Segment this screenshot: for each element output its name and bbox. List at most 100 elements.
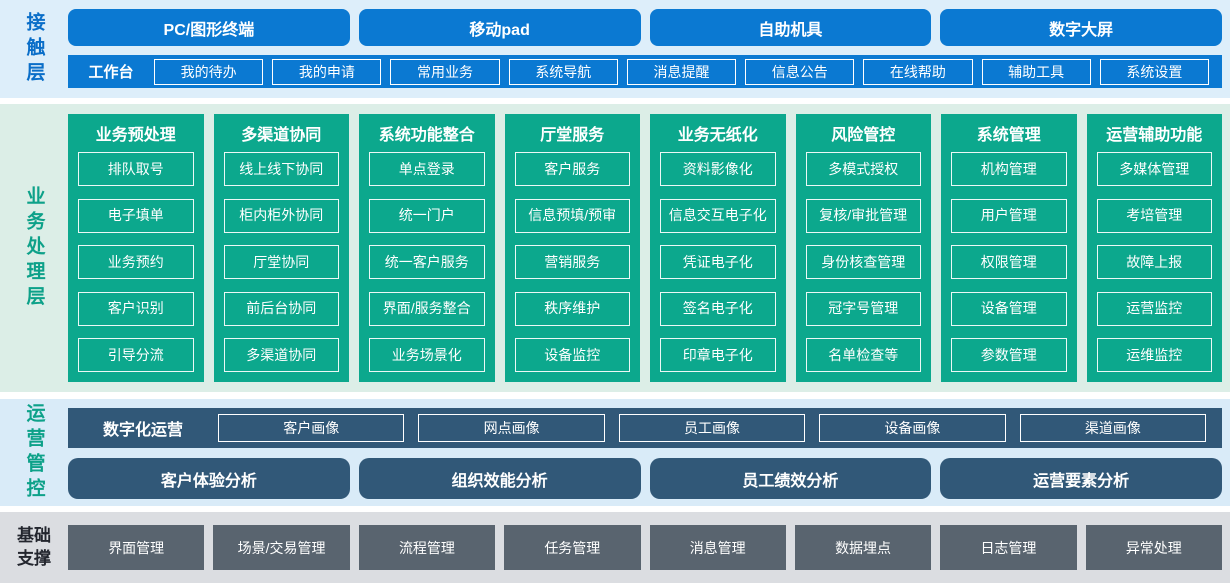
- module-item[interactable]: 身份核查管理: [805, 245, 921, 279]
- column-items: 单点登录 统一门户 统一客户服务 界面/服务整合 业务场景化: [369, 152, 485, 372]
- module-item[interactable]: 复核/审批管理: [805, 198, 921, 233]
- module-columns: 业务预处理 排队取号 电子填单 业务预约 客户识别 引导分流 多渠道协同 线上线…: [68, 114, 1222, 382]
- analysis-employee-performance[interactable]: 员工绩效分析: [649, 458, 932, 499]
- digital-operations-label: 数字化运营: [102, 422, 183, 439]
- foundation-layer-gutter: 基础支撑: [0, 512, 68, 583]
- module-item[interactable]: 电子填单: [78, 198, 194, 233]
- column-system-integration: 系统功能整合 单点登录 统一门户 统一客户服务 界面/服务整合 业务场景化: [359, 114, 495, 382]
- module-item[interactable]: 用户管理: [951, 198, 1067, 233]
- column-title: 风险管控: [831, 127, 896, 144]
- module-item[interactable]: 设备监控: [514, 338, 630, 372]
- workbench-item-common-business[interactable]: 常用业务: [390, 58, 500, 85]
- module-item[interactable]: 引导分流: [78, 338, 194, 372]
- foundation-support-layer: 基础支撑 界面管理 场景/交易管理 流程管理 任务管理 消息管理 数据埋点 日志…: [0, 512, 1230, 583]
- column-items: 资料影像化 信息交互电子化 凭证电子化 签名电子化 印章电子化: [660, 152, 776, 372]
- column-items: 排队取号 电子填单 业务预约 客户识别 引导分流: [78, 152, 194, 372]
- module-item[interactable]: 冠字号管理: [805, 291, 921, 326]
- module-item[interactable]: 运维监控: [1096, 338, 1212, 372]
- profile-item-channel[interactable]: 渠道画像: [1019, 414, 1207, 442]
- module-item[interactable]: 统一门户: [369, 198, 485, 233]
- profile-item-branch[interactable]: 网点画像: [418, 414, 605, 442]
- workbench-bar: 工作台 我的待办 我的申请 常用业务 系统导航 消息提醒 信息公告 在线帮助 辅…: [68, 55, 1222, 88]
- analysis-customer-experience[interactable]: 客户体验分析: [68, 458, 350, 499]
- business-layer-content: 业务预处理 排队取号 电子填单 业务预约 客户识别 引导分流 多渠道协同 线上线…: [68, 104, 1230, 392]
- module-item[interactable]: 运营监控: [1096, 291, 1212, 326]
- foundation-item-log-mgmt[interactable]: 日志管理: [940, 525, 1077, 570]
- foundation-item-ui-mgmt[interactable]: 界面管理: [68, 525, 205, 570]
- module-item[interactable]: 权限管理: [951, 245, 1067, 279]
- foundation-layer-label: 基础支撑: [17, 525, 51, 568]
- column-items: 多媒体管理 考培管理 故障上报 运营监控 运维监控: [1096, 152, 1212, 372]
- module-item[interactable]: 秩序维护: [514, 291, 630, 326]
- column-title: 多渠道协同: [241, 127, 322, 144]
- module-item[interactable]: 设备管理: [951, 291, 1067, 326]
- workbench-item-system-nav[interactable]: 系统导航: [508, 58, 618, 85]
- contact-layer-content: PC/图形终端 移动pad 自助机具 数字大屏 工作台 我的待办 我的申请 常用…: [68, 0, 1230, 98]
- foundation-item-message-mgmt[interactable]: 消息管理: [649, 525, 786, 570]
- module-item[interactable]: 机构管理: [951, 152, 1067, 186]
- contact-layer: 接触层 PC/图形终端 移动pad 自助机具 数字大屏 工作台 我的待办 我的申…: [0, 0, 1230, 98]
- module-item[interactable]: 名单检查等: [805, 338, 921, 372]
- module-item[interactable]: 印章电子化: [660, 338, 776, 372]
- workbench-item-online-help[interactable]: 在线帮助: [863, 58, 973, 85]
- module-item[interactable]: 排队取号: [78, 152, 194, 186]
- module-item[interactable]: 客户服务: [514, 152, 630, 186]
- digital-operations-bar: 数字化运营 客户画像 网点画像 员工画像 设备画像 渠道画像: [68, 408, 1222, 448]
- module-item[interactable]: 线上线下协同: [223, 152, 339, 186]
- workbench-item-aux-tools[interactable]: 辅助工具: [981, 58, 1091, 85]
- foundation-item-process-mgmt[interactable]: 流程管理: [358, 525, 496, 570]
- terminal-row: PC/图形终端 移动pad 自助机具 数字大屏: [68, 9, 1222, 46]
- profile-item-customer[interactable]: 客户画像: [218, 414, 405, 442]
- column-items: 机构管理 用户管理 权限管理 设备管理 参数管理: [951, 152, 1067, 372]
- module-item[interactable]: 厅堂协同: [223, 245, 339, 279]
- profile-item-employee[interactable]: 员工画像: [618, 414, 806, 442]
- analysis-operation-elements[interactable]: 运营要素分析: [940, 458, 1222, 499]
- business-layer-gutter: 业务处理层: [0, 104, 68, 392]
- module-item[interactable]: 单点登录: [369, 152, 485, 186]
- module-item[interactable]: 信息交互电子化: [660, 198, 776, 233]
- module-item[interactable]: 多渠道协同: [223, 338, 339, 372]
- module-item[interactable]: 前后台协同: [223, 291, 339, 326]
- column-system-management: 系统管理 机构管理 用户管理 权限管理 设备管理 参数管理: [941, 114, 1077, 382]
- module-item[interactable]: 业务场景化: [369, 338, 485, 372]
- business-processing-layer: 业务处理层 业务预处理 排队取号 电子填单 业务预约 客户识别 引导分流 多渠道…: [0, 104, 1230, 392]
- workbench-item-announcements[interactable]: 信息公告: [745, 58, 855, 85]
- foundation-item-task-mgmt[interactable]: 任务管理: [504, 525, 641, 570]
- foundation-layer-content: 界面管理 场景/交易管理 流程管理 任务管理 消息管理 数据埋点 日志管理 异常…: [68, 512, 1230, 583]
- module-item[interactable]: 凭证电子化: [660, 245, 776, 279]
- contact-layer-gutter: 接触层: [0, 0, 68, 98]
- module-item[interactable]: 界面/服务整合: [369, 291, 485, 326]
- module-item[interactable]: 统一客户服务: [369, 245, 485, 279]
- terminal-pc-button[interactable]: PC/图形终端: [68, 9, 350, 46]
- module-item[interactable]: 信息预填/预审: [514, 198, 630, 233]
- module-item[interactable]: 考培管理: [1096, 198, 1212, 233]
- column-ops-auxiliary: 运营辅助功能 多媒体管理 考培管理 故障上报 运营监控 运维监控: [1086, 114, 1222, 382]
- module-item[interactable]: 多模式授权: [805, 152, 921, 186]
- module-item[interactable]: 业务预约: [78, 245, 194, 279]
- terminal-selfservice-button[interactable]: 自助机具: [649, 9, 932, 46]
- module-item[interactable]: 营销服务: [514, 245, 630, 279]
- module-item[interactable]: 参数管理: [951, 338, 1067, 372]
- column-items: 客户服务 信息预填/预审 营销服务 秩序维护 设备监控: [514, 152, 630, 372]
- workbench-item-system-settings[interactable]: 系统设置: [1099, 58, 1209, 85]
- module-item[interactable]: 柜内柜外协同: [223, 198, 339, 233]
- foundation-item-scene-txn-mgmt[interactable]: 场景/交易管理: [213, 525, 350, 570]
- column-title: 业务预处理: [95, 127, 176, 144]
- foundation-item-exception-handling[interactable]: 异常处理: [1085, 525, 1222, 570]
- terminal-bigscreen-button[interactable]: 数字大屏: [940, 9, 1222, 46]
- foundation-item-data-tracking[interactable]: 数据埋点: [794, 525, 932, 570]
- module-item[interactable]: 多媒体管理: [1096, 152, 1212, 186]
- module-item[interactable]: 客户识别: [78, 291, 194, 326]
- workbench-item-my-applications[interactable]: 我的申请: [272, 58, 382, 85]
- profile-item-device[interactable]: 设备画像: [819, 414, 1006, 442]
- business-layer-label: 业务处理层: [23, 185, 45, 311]
- workbench-item-message-alerts[interactable]: 消息提醒: [626, 58, 737, 85]
- terminal-pad-button[interactable]: 移动pad: [358, 9, 641, 46]
- contact-layer-label: 接触层: [23, 11, 45, 87]
- operations-layer-label: 运营管控: [23, 402, 45, 503]
- module-item[interactable]: 资料影像化: [660, 152, 776, 186]
- analysis-org-efficiency[interactable]: 组织效能分析: [358, 458, 641, 499]
- module-item[interactable]: 故障上报: [1096, 245, 1212, 279]
- workbench-item-my-todo[interactable]: 我的待办: [154, 58, 264, 85]
- module-item[interactable]: 签名电子化: [660, 291, 776, 326]
